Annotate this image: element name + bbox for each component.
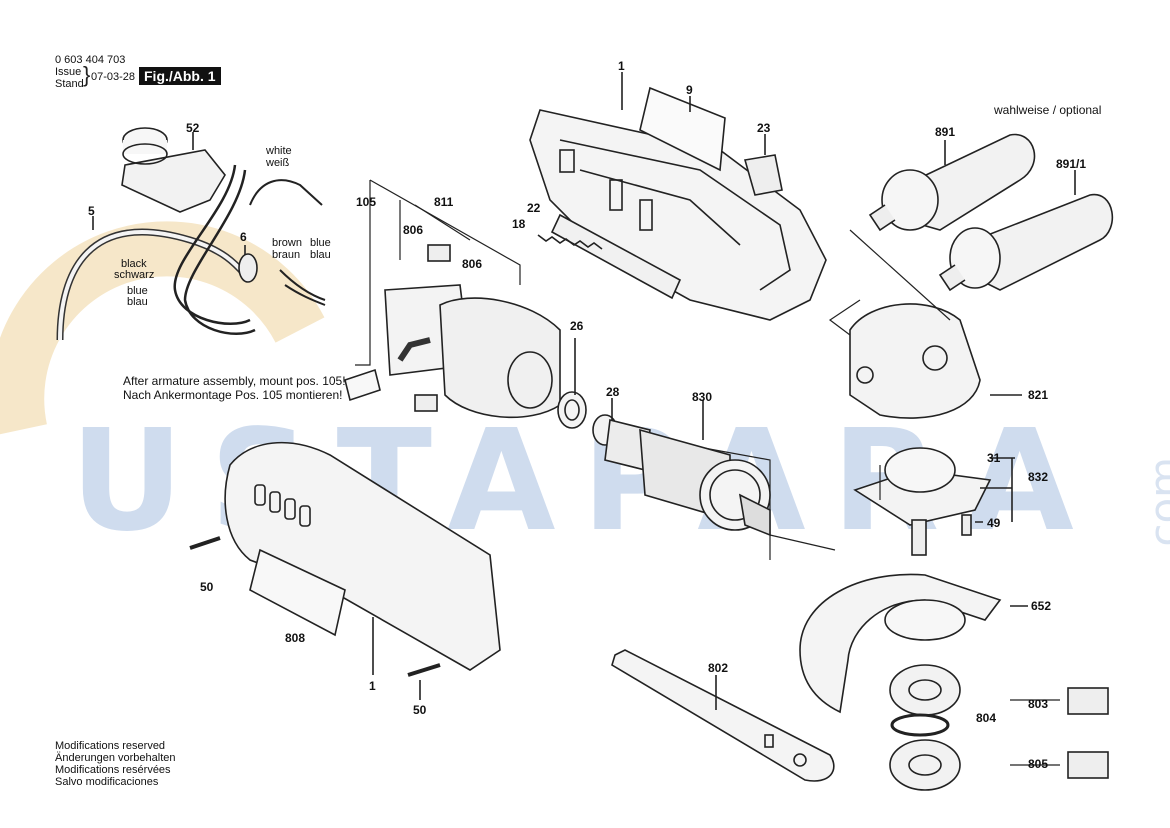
part-label-49: 49 <box>987 516 1001 530</box>
footer-note-fr: Modifications resérvées <box>55 764 171 776</box>
lead-wire-black <box>173 164 251 325</box>
switch-unit <box>121 149 226 213</box>
field-stator <box>439 297 561 419</box>
clip-part <box>743 154 783 196</box>
stand-label: Stand <box>55 78 84 90</box>
part-label-50-a: 50 <box>200 580 214 594</box>
nut-icon-805 <box>1067 751 1109 779</box>
wire-label-blau-top: blau <box>310 249 331 261</box>
part-label-31: 31 <box>987 451 1001 465</box>
part-label-26: 26 <box>570 319 584 333</box>
label-plate <box>639 86 726 172</box>
part-label-6: 6 <box>240 230 247 244</box>
clamping-flange-803 <box>889 664 961 716</box>
carbon-brush-top <box>427 244 451 262</box>
assembly-note-de: Nach Ankermontage Pos. 105 montieren! <box>123 388 343 402</box>
screw-49 <box>961 514 972 536</box>
part-label-891: 891 <box>935 125 956 139</box>
carbon-brush-bottom <box>414 394 438 412</box>
wire-label-weiss: weiß <box>266 157 290 169</box>
header-brace: } <box>83 62 91 87</box>
rating-plate-808 <box>249 548 346 637</box>
footer-note-es: Salvo modificaciones <box>55 776 159 788</box>
part-label-821: 821 <box>1028 388 1049 402</box>
two-pin-spanner <box>611 649 835 782</box>
part-label-804: 804 <box>976 711 997 725</box>
issue-label: Issue <box>55 66 82 78</box>
spring-part <box>537 234 603 250</box>
part-label-22: 22 <box>527 201 541 215</box>
cable-grommet <box>238 253 258 283</box>
part-label-830: 830 <box>692 390 713 404</box>
part-label-9: 9 <box>686 83 693 97</box>
nut-icon-803 <box>1067 687 1109 715</box>
part-label-832: 832 <box>1028 470 1049 484</box>
aux-handle-891-1 <box>969 193 1114 291</box>
part-label-652: 652 <box>1031 599 1052 613</box>
bearing-26 <box>557 391 587 429</box>
part-label-23: 23 <box>757 121 771 135</box>
footer-note-de: Änderungen vorbehalten <box>55 752 176 764</box>
part-label-1-top: 1 <box>618 59 625 73</box>
screw-50-bottom <box>407 663 441 677</box>
document-number: 0 603 404 703 <box>55 54 126 66</box>
wire-label-white: white <box>266 145 292 157</box>
wire-label-blau-left: blau <box>127 296 148 308</box>
part-label-891-1: 891/1 <box>1056 157 1087 171</box>
wire-label-brown: brown <box>272 237 302 249</box>
part-label-811: 811 <box>434 195 454 209</box>
footer-note-en: Modifications reserved <box>55 740 166 752</box>
vent-slots <box>254 484 311 527</box>
wire-label-braun: braun <box>272 249 301 261</box>
wire-label-schwarz: schwarz <box>114 269 155 281</box>
clamping-nut-805 <box>889 739 961 791</box>
optional-note: wahlweise / optional <box>994 103 1102 117</box>
lead-wire-white <box>249 179 323 206</box>
wire-label-blue-top: blue <box>310 237 331 249</box>
switch-lever <box>550 213 682 300</box>
part-label-52: 52 <box>186 121 200 135</box>
wire-label-blue-left: blue <box>127 285 148 297</box>
part-label-806-a: 806 <box>403 223 424 237</box>
figure-badge: Fig./Abb. 1 <box>139 67 221 85</box>
part-label-1-bottom: 1 <box>369 679 376 693</box>
wire-label-black: black <box>121 258 147 270</box>
part-label-28: 28 <box>606 385 620 399</box>
part-label-808: 808 <box>285 631 306 645</box>
part-label-18: 18 <box>512 217 526 231</box>
issue-date: 07-03-28 <box>91 71 136 83</box>
protection-guard <box>799 573 1002 714</box>
part-label-802: 802 <box>708 661 729 675</box>
lead-wire-blue <box>183 169 256 335</box>
part-label-806-b: 806 <box>462 257 483 271</box>
part-label-105: 105 <box>356 195 377 209</box>
part-label-805: 805 <box>1028 757 1049 771</box>
screw-50-top <box>189 536 221 550</box>
part-label-5: 5 <box>88 204 95 218</box>
part-label-803: 803 <box>1028 697 1049 711</box>
part-label-50-b: 50 <box>413 703 427 717</box>
o-ring-804 <box>890 713 950 737</box>
gear-housing <box>849 303 981 419</box>
assembly-note-en: After armature assembly, mount pos. 105! <box>123 374 346 388</box>
